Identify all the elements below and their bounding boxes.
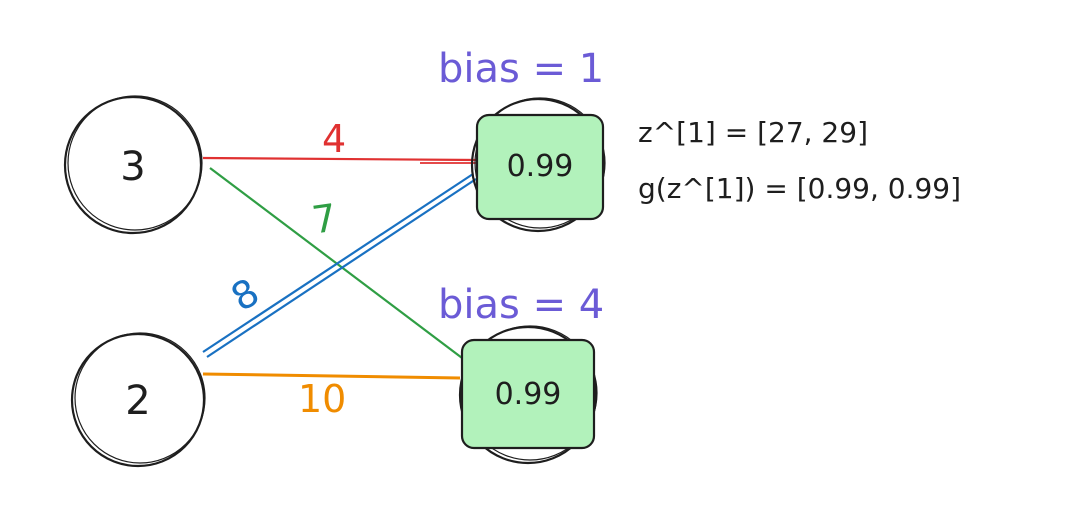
edge-input2-hidden1-double	[206, 178, 477, 358]
hidden-node-1-activation: 0.99	[507, 149, 574, 184]
edge-input2-hidden2	[202, 372, 461, 380]
edge-input1-hidden2	[209, 167, 479, 371]
equation-g: g(z^[1]) = [0.99, 0.99]	[638, 172, 961, 205]
input-node-2: 2	[70, 332, 206, 468]
hidden-node-1: 0.99	[470, 97, 606, 233]
hidden-node-1-bias: bias = 1	[438, 46, 604, 92]
hidden-node-2-activation-box	[460, 338, 596, 450]
edge-input2-hidden1	[202, 173, 474, 353]
hidden-node-2-bias: bias = 4	[438, 282, 604, 328]
edges	[202, 156, 479, 380]
weight-label-w12: 7	[309, 196, 339, 243]
weight-label-w22: 10	[298, 377, 346, 421]
hidden-node-2-activation: 0.99	[495, 377, 562, 412]
input-node-1-value: 3	[120, 144, 145, 190]
hidden-node-1-activation-box	[475, 113, 605, 221]
weight-label-w11: 4	[322, 117, 346, 161]
weight-label-w21: 8	[224, 270, 267, 320]
equation-z: z^[1] = [27, 29]	[638, 116, 868, 149]
edge-input1-hidden1	[202, 156, 479, 162]
input-node-1: 3	[63, 95, 203, 235]
hidden-node-2: 0.99	[458, 325, 598, 465]
input-node-2-value: 2	[125, 378, 150, 424]
